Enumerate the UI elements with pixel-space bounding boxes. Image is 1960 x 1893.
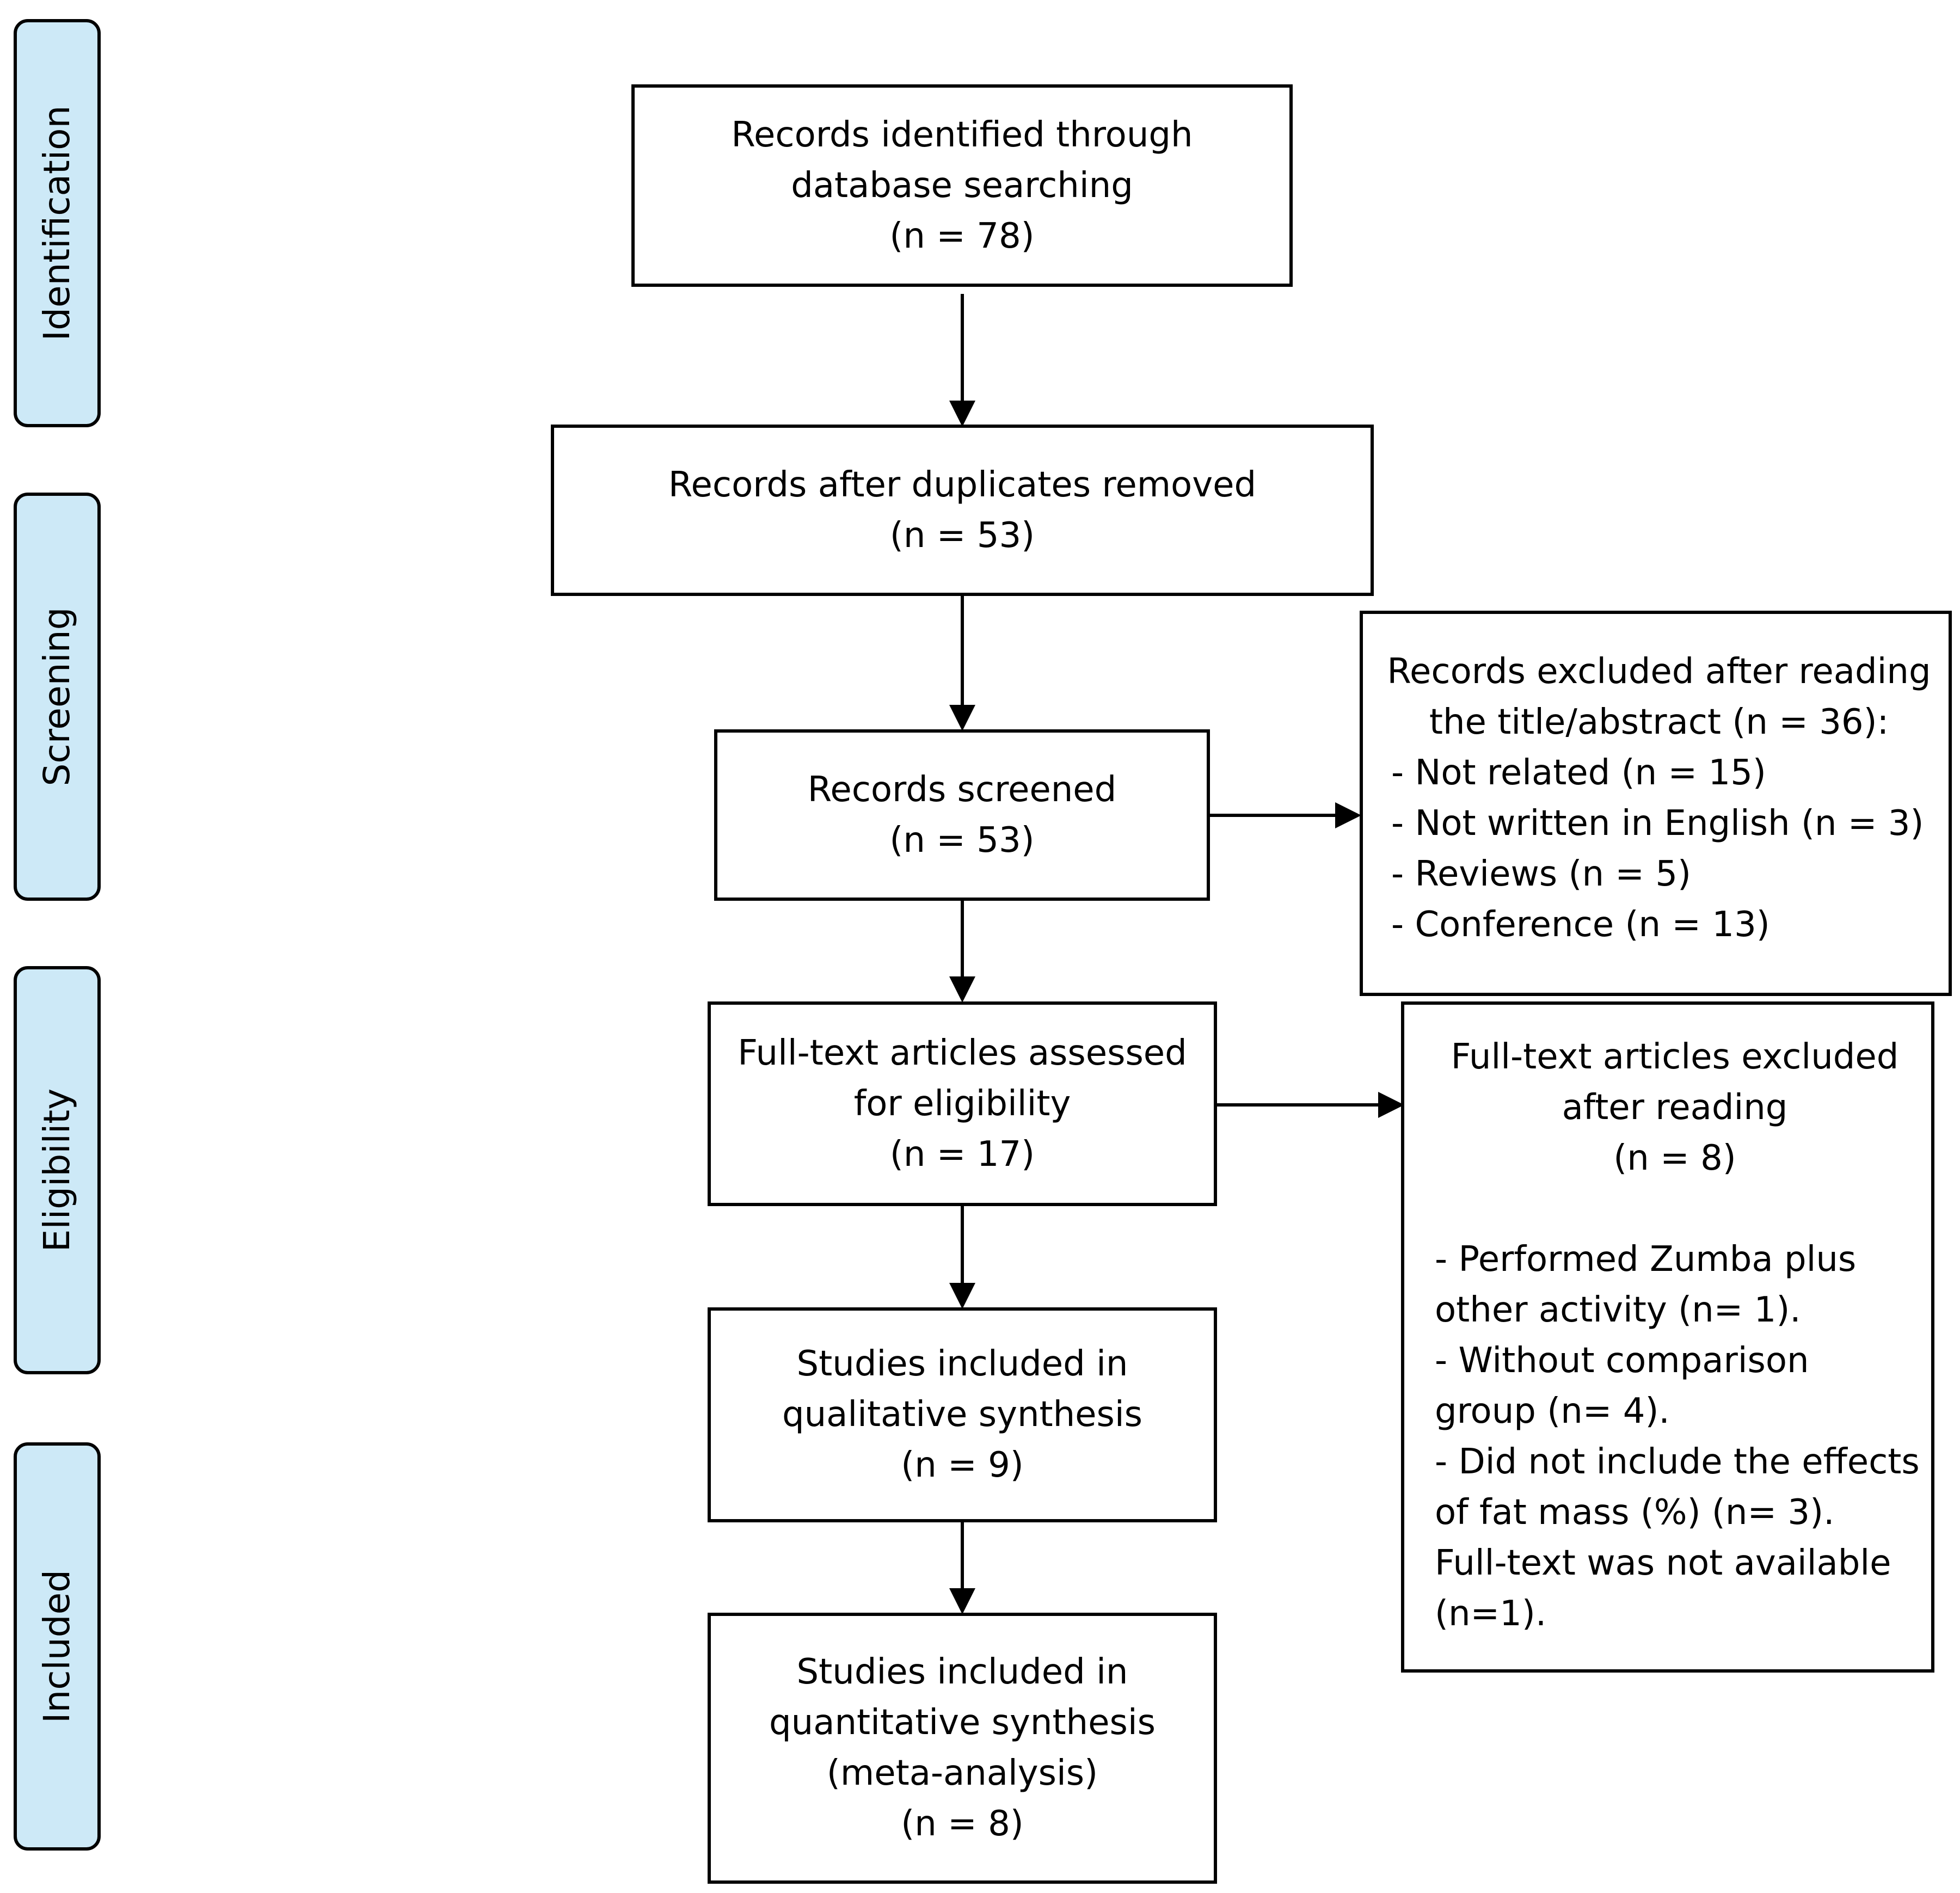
box-line: Studies included in	[796, 1652, 1128, 1692]
box-line: for eligibility	[853, 1083, 1071, 1124]
box-heading-line: the title/abstract (n = 36):	[1429, 702, 1889, 742]
exclusion-item: group (n= 4).	[1435, 1391, 1670, 1431]
box-line: database searching	[791, 165, 1133, 206]
box-line: (n = 53)	[889, 820, 1035, 861]
exclusion-item: Full-text was not available	[1435, 1543, 1891, 1583]
phase-screening: Screening	[14, 493, 101, 901]
box-line: (n = 78)	[889, 216, 1035, 256]
exclusion-item: - Not related (n = 15)	[1391, 753, 1766, 793]
box-line: (n = 9)	[901, 1445, 1024, 1485]
exclusion-item: - Performed Zumba plus	[1435, 1239, 1857, 1280]
box-line: (n = 8)	[901, 1804, 1024, 1844]
qualitative-synthesis-box: Studies included in qualitative synthesi…	[708, 1307, 1217, 1522]
box-line: (meta-analysis)	[826, 1753, 1098, 1793]
box-line: (n = 17)	[889, 1134, 1035, 1175]
box-heading-line: after reading	[1562, 1087, 1788, 1128]
phase-label: Included	[36, 1569, 78, 1724]
exclusion-item: (n=1).	[1435, 1594, 1547, 1634]
phase-label: Eligibility	[36, 1088, 78, 1252]
box-line: Records after duplicates removed	[668, 464, 1257, 505]
exclusion-item: other activity (n= 1).	[1435, 1290, 1801, 1330]
exclusion-item: - Did not include the effects	[1435, 1442, 1920, 1482]
box-line: qualitative synthesis	[782, 1394, 1143, 1435]
quantitative-synthesis-box: Studies included in quantitative synthes…	[708, 1613, 1217, 1884]
records-identified-box: Records identified through database sear…	[631, 84, 1293, 287]
exclusion-item: - Reviews (n = 5)	[1391, 854, 1691, 894]
exclusion-item: - Not written in English (n = 3)	[1391, 803, 1924, 844]
box-line: (n = 53)	[889, 515, 1035, 556]
box-line: Studies included in	[796, 1344, 1128, 1384]
box-heading-line: (n = 8)	[1613, 1138, 1736, 1178]
box-heading-line: Full-text articles excluded	[1451, 1037, 1899, 1077]
exclusion-item: - Without comparison	[1435, 1341, 1809, 1381]
fulltext-assessed-box: Full-text articles assessed for eligibil…	[708, 1001, 1217, 1206]
phase-label: Screening	[36, 607, 78, 786]
box-line: Full-text articles assessed	[738, 1032, 1187, 1073]
box-line: Records identified through	[731, 114, 1193, 155]
exclusion-item: - Conference (n = 13)	[1391, 905, 1770, 945]
phase-label: Identification	[36, 105, 78, 341]
phase-included: Included	[14, 1442, 101, 1851]
box-line: quantitative synthesis	[769, 1703, 1156, 1743]
fulltext-excluded-box: Full-text articles excluded after readin…	[1401, 1001, 1934, 1673]
phase-identification: Identification	[14, 19, 101, 427]
records-after-duplicates-box: Records after duplicates removed (n = 53…	[551, 425, 1374, 596]
records-screened-box: Records screened (n = 53)	[714, 729, 1210, 901]
box-heading-line: Records excluded after reading	[1387, 652, 1931, 692]
exclusion-item: of fat mass (%) (n= 3).	[1435, 1492, 1835, 1533]
box-line: Records screened	[807, 769, 1117, 810]
phase-eligibility: Eligibility	[14, 966, 101, 1374]
records-excluded-box: Records excluded after reading the title…	[1360, 611, 1952, 996]
